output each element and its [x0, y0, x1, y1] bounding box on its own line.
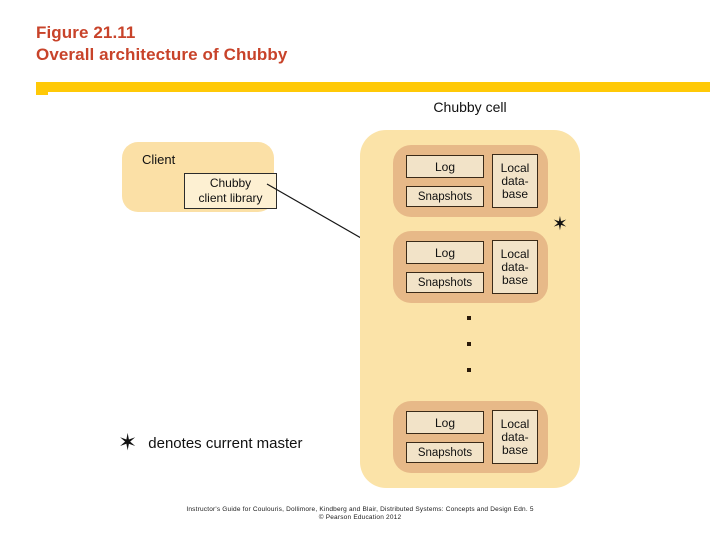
continuation-dot	[467, 342, 471, 346]
legend-star-icon: ✶	[118, 430, 138, 456]
chubby-server-node: Log Snapshots Local data- base	[393, 145, 548, 217]
server-log-snapshot-column: Log Snapshots	[406, 241, 484, 293]
page-title: Figure 21.11 Overall architecture of Chu…	[36, 22, 636, 66]
title-divider-rule	[36, 82, 710, 92]
local-database-line-1: Local	[500, 246, 530, 261]
local-database-box: Local data- base	[492, 240, 538, 294]
local-database-line-1: Local	[500, 160, 530, 175]
local-database-box: Local data- base	[492, 410, 538, 464]
current-master-star-icon: ✶	[552, 213, 568, 235]
client-node: Client Chubby client library	[122, 142, 277, 212]
chubby-cell-title: Chubby cell	[433, 99, 507, 115]
slide-footer: Instructor's Guide for Coulouris, Dollim…	[0, 506, 720, 522]
log-box: Log	[406, 155, 484, 178]
local-database-line-2: data-	[501, 429, 529, 444]
snapshots-box: Snapshots	[406, 272, 484, 293]
local-database-line-3: base	[501, 186, 529, 201]
local-database-line-3: base	[501, 442, 529, 457]
chubby-server-node-master: Log Snapshots Local data- base	[393, 231, 548, 303]
architecture-diagram: Client Chubby client library Chubby cell…	[0, 92, 720, 502]
page-title-line-1: Figure 21.11	[36, 23, 136, 42]
local-database-line-3: base	[501, 272, 529, 287]
diagram-legend: ✶ denotes current master	[118, 432, 303, 455]
snapshots-box: Snapshots	[406, 442, 484, 463]
chubby-server-node: Log Snapshots Local data- base	[393, 401, 548, 473]
page-title-line-2: Overall architecture of Chubby	[36, 45, 288, 64]
footer-line-1: Instructor's Guide for Coulouris, Dollim…	[186, 506, 534, 513]
continuation-dot	[467, 368, 471, 372]
server-log-snapshot-column: Log Snapshots	[406, 411, 484, 463]
log-box: Log	[406, 411, 484, 434]
chubby-client-library-line-1: Chubby	[209, 176, 252, 190]
chubby-client-library-line-2: client library	[198, 191, 263, 205]
title-divider-rule-tail	[36, 92, 48, 95]
continuation-dot	[467, 316, 471, 320]
server-continuation-dots	[467, 316, 479, 394]
client-label: Client	[142, 152, 176, 167]
server-log-snapshot-column: Log Snapshots	[406, 155, 484, 207]
footer-line-2: © Pearson Education 2012	[318, 514, 402, 521]
local-database-box: Local data- base	[492, 154, 538, 208]
local-database-line-2: data-	[501, 259, 529, 274]
local-database-line-1: Local	[500, 416, 530, 431]
chubby-cell-container: Log Snapshots Local data- base Log Snaps…	[360, 130, 580, 488]
snapshots-box: Snapshots	[406, 186, 484, 207]
legend-text: denotes current master	[148, 435, 303, 452]
local-database-line-2: data-	[501, 173, 529, 188]
chubby-client-library-box: Chubby client library	[184, 173, 277, 209]
log-box: Log	[406, 241, 484, 264]
